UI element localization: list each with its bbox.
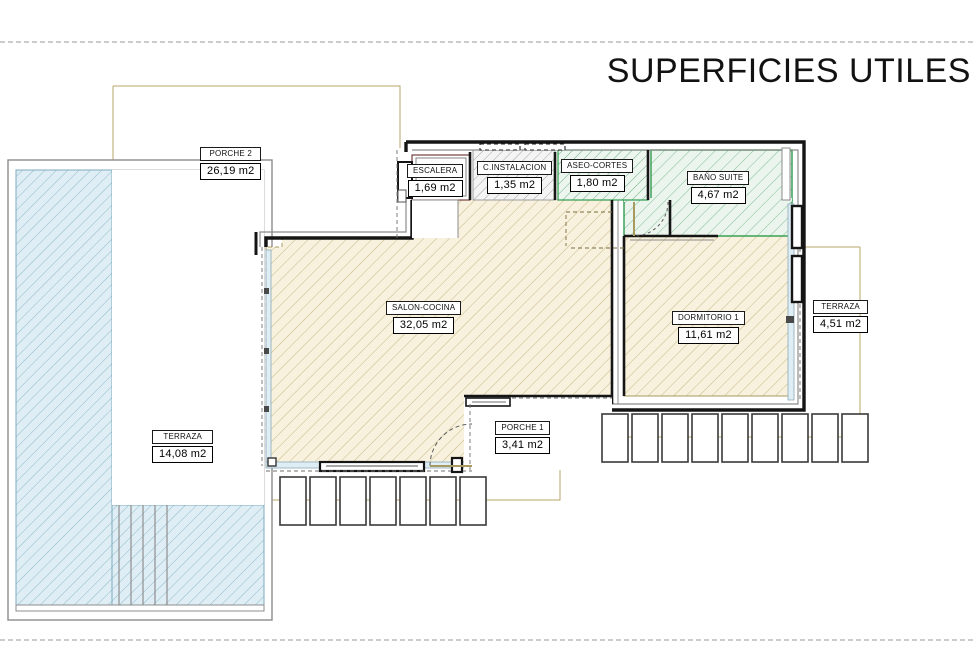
page-title: SUPERFICIES UTILES [606, 52, 971, 90]
room-area-escalera: 1,69 m2 [407, 180, 463, 197]
room-name-porche-1: PORCHE 1 [495, 421, 551, 435]
room-name-bano-suite: BAÑO SUITE [687, 171, 750, 185]
room-name-aseo-cortes: ASEO-CORTES [561, 159, 634, 173]
room-area-c-instalacion: 1,35 m2 [487, 177, 543, 194]
room-name-terraza-este: TERRAZA [813, 300, 869, 314]
room-name-porche-2: PORCHE 2 [200, 147, 262, 161]
room-tag-porche-1: PORCHE 1 3,41 m2 [495, 421, 551, 454]
room-tag-escalera: ESCALERA 1,69 m2 [407, 164, 464, 197]
building-outer-wall [404, 140, 806, 412]
room-tag-terraza-este: TERRAZA 4,51 m2 [813, 300, 869, 333]
interior-partitions [468, 150, 718, 404]
bano-suite-door [633, 201, 669, 237]
porche-1-area [429, 394, 612, 470]
sheet-guides [0, 41, 975, 641]
salon-inner-details [565, 211, 624, 249]
room-area-aseo-cortes: 1,80 m2 [569, 175, 625, 192]
room-area-porche-2: 26,19 m2 [200, 163, 262, 180]
room-area-porche-1: 3,41 m2 [495, 437, 551, 454]
top-wall-windows [479, 143, 566, 151]
room-tag-c-instalacion: C.INSTALACION 1,35 m2 [477, 161, 553, 194]
paving-row-bottom [279, 476, 487, 526]
room-name-escalera: ESCALERA [407, 164, 464, 178]
interior-partitions-thin [617, 200, 714, 404]
room-tag-dormitorio-1: DORMITORIO 1 11,61 m2 [672, 311, 745, 344]
pool-terrace-area [7, 159, 273, 621]
room-name-salon-cocina: SALON-COCINA [386, 301, 462, 315]
room-tag-terraza-oeste: TERRAZA 14,08 m2 [152, 430, 214, 463]
room-tag-aseo-cortes: ASEO-CORTES 1,80 m2 [561, 159, 634, 192]
room-area-salon-cocina: 32,05 m2 [392, 317, 455, 334]
paving-row-top [601, 413, 869, 463]
room-area-bano-suite: 4,67 m2 [690, 187, 746, 204]
room-tag-porche-2: PORCHE 2 26,19 m2 [200, 147, 262, 180]
east-glazing [781, 147, 804, 401]
room-tag-salon-cocina: SALON-COCINA 32,05 m2 [386, 301, 462, 334]
room-name-c-instalacion: C.INSTALACION [477, 161, 553, 175]
room-tag-bano-suite: BAÑO SUITE 4,67 m2 [687, 171, 750, 204]
room-area-terraza-oeste: 14,08 m2 [152, 446, 214, 463]
room-area-dormitorio-1: 11,61 m2 [678, 327, 739, 344]
room-area-terraza-este: 4,51 m2 [813, 316, 869, 333]
room-name-terraza-oeste: TERRAZA [152, 430, 214, 444]
room-name-dormitorio-1: DORMITORIO 1 [672, 311, 745, 325]
